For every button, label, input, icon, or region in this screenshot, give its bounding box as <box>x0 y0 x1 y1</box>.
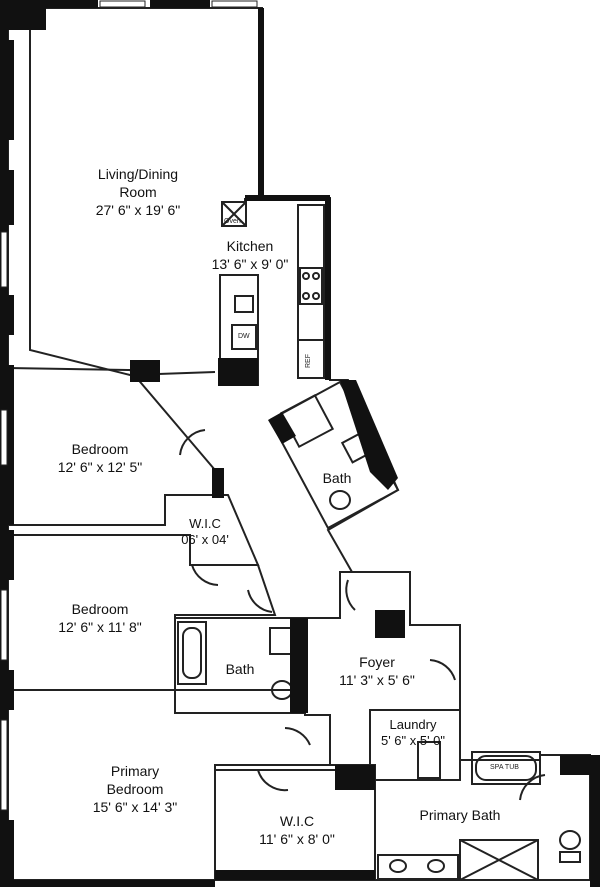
refrigerator <box>297 339 325 379</box>
laundry-name: Laundry <box>389 717 437 732</box>
bedroom2-name: Bedroom <box>71 601 129 617</box>
primary-toilet <box>559 830 581 850</box>
bedroom2-dims: 12' 6" x 11' 8" <box>58 619 142 635</box>
bedroom1-name: Bedroom <box>71 441 129 457</box>
living-room-name-1: Living/Dining <box>97 166 179 182</box>
door-swing <box>519 774 546 801</box>
foyer-dims: 11' 3" x 5' 6" <box>339 672 415 688</box>
primary-shower <box>459 839 539 881</box>
laundry-room <box>369 709 461 781</box>
door-swing <box>191 564 219 586</box>
oven-label: Oven <box>224 218 241 225</box>
wic2-dims: 11' 6" x 8' 0" <box>259 831 335 847</box>
wic1-name: W.I.C <box>189 516 221 531</box>
laundry-dims: 5' 6" x 5' 0" <box>380 733 446 748</box>
wic1-dims: 06' x 04' <box>181 532 229 547</box>
door-swing <box>345 579 356 611</box>
upper-bath-wall <box>269 380 400 530</box>
cooktop <box>299 267 323 305</box>
double-vanity <box>377 854 459 880</box>
oven <box>221 201 247 227</box>
door-swing <box>429 659 456 681</box>
primary-bedroom-dims: 15' 6" x 14' 3" <box>92 799 178 815</box>
primary-bedroom-name-2: Bedroom <box>106 781 164 797</box>
kitchen-name: Kitchen <box>226 238 274 254</box>
ref-label: REF <box>305 354 312 368</box>
door-swing <box>179 429 206 456</box>
wic2-name: W.I.C <box>279 813 315 829</box>
bathtub <box>177 621 207 685</box>
middle-bath-name: Bath <box>225 661 255 677</box>
kitchen-dims: 13' 6" x 9' 0" <box>211 256 289 272</box>
door-swing <box>247 589 273 613</box>
spa-tub <box>471 751 541 785</box>
living-room-name-2: Room <box>119 184 157 200</box>
door-swing <box>257 769 289 792</box>
island-sink <box>234 295 254 313</box>
primary-bath-name: Primary Bath <box>419 807 501 823</box>
upper-bath-toilet <box>329 490 351 510</box>
foyer-name: Foyer <box>359 654 395 670</box>
door-swing <box>284 727 311 746</box>
primary-bedroom-wall <box>8 689 331 766</box>
washer <box>417 741 441 779</box>
dishwasher <box>231 324 257 350</box>
dw-label: DW <box>238 333 250 340</box>
primary-bedroom-name-1: Primary <box>110 763 160 779</box>
bedroom1-dims: 12' 6" x 12' 5" <box>57 459 143 475</box>
living-wall <box>29 25 216 377</box>
spa-tub-label: SPA TUB <box>490 764 519 771</box>
living-room-dims: 27' 6" x 19' 6" <box>95 202 181 218</box>
upper-bath-name: Bath <box>322 470 352 486</box>
